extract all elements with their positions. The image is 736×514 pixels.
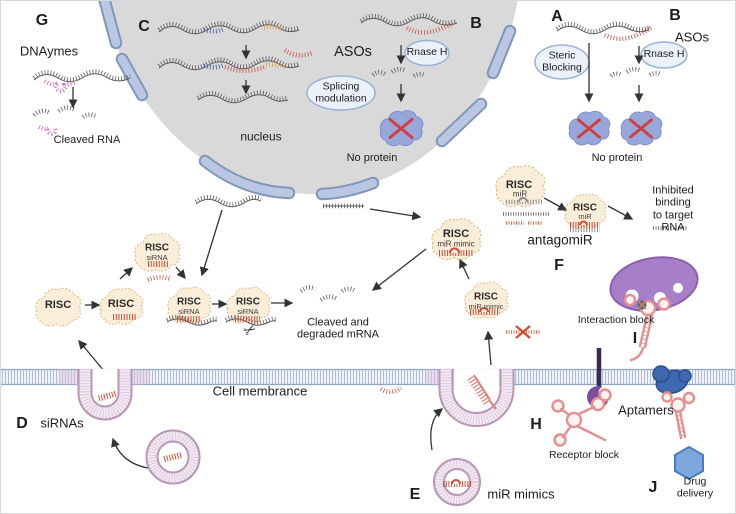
- rnase-h-label-nucleus: Rnase H: [406, 46, 448, 59]
- drug-delivery-label: Drug delivery: [676, 475, 714, 499]
- section-letter-j: J: [648, 479, 658, 497]
- nuclear-envelope-segments: [98, 1, 517, 201]
- receptor-block-graphics: [551, 348, 612, 447]
- mir-mimic-lower-label: miR mimic: [468, 301, 504, 311]
- sirna-in-pit: [98, 390, 117, 402]
- drug-delivery-graphics: [652, 365, 704, 481]
- sirna-label-4: siRNA: [178, 306, 200, 316]
- mir-label-1: miR: [512, 189, 528, 199]
- risc-antagomir-1-label: RISC: [505, 178, 533, 191]
- antagomir-title: antagomiR: [527, 232, 593, 248]
- risc-label-5: RISC: [236, 296, 260, 308]
- interaction-block-label: Interaction block: [577, 314, 655, 327]
- section-letter-f: F: [554, 257, 564, 275]
- cell-membrane-label: Cell membrance: [212, 383, 308, 399]
- rnase-h-oval-nucleus: [404, 39, 450, 67]
- section-letter-b-nucleus: B: [470, 15, 482, 33]
- mir-mimic-upper-label: miR mimic: [437, 239, 475, 249]
- membrane-red-strand: [379, 386, 403, 395]
- rnase-h-oval-cytoplasm: [640, 41, 688, 69]
- drug-hexagon: [674, 445, 704, 481]
- cell-membrane: [1, 368, 735, 386]
- receptor-block-label: Receptor block: [548, 449, 620, 462]
- section-letter-g: G: [35, 12, 49, 30]
- section-letter-h: H: [530, 416, 542, 434]
- endocytic-pit-sirna: [77, 369, 133, 421]
- risc-mimic-upper-label: RISC: [442, 227, 470, 240]
- splicing-strands: [157, 20, 313, 104]
- asos-label-cytoplasm: ASOs: [675, 29, 709, 45]
- sirna-vesicle: [145, 429, 201, 485]
- sirna-label-3: siRNA: [146, 252, 168, 262]
- exported-mrna-strand: [194, 194, 262, 208]
- antagomir-strands: [503, 212, 687, 339]
- mir-label-2: miR: [578, 211, 592, 221]
- blocked-mirna-cross: [515, 325, 531, 339]
- risc-label-3: RISC: [145, 242, 169, 254]
- risc-label-4: RISC: [177, 296, 201, 308]
- sirna-label-5: siRNA: [237, 306, 259, 316]
- risc-label-2: RISC: [107, 297, 135, 310]
- risc-label-1: RISC: [44, 298, 72, 311]
- mimic-vesicle: [433, 458, 481, 506]
- no-protein-label-cytoplasm: No protein: [591, 151, 643, 164]
- callout-ovals: [306, 39, 688, 111]
- flow-arrows: [68, 43, 644, 469]
- section-letter-b-cytoplasm: B: [669, 7, 681, 25]
- risc-cargo-strands: [113, 197, 600, 326]
- inhibited-binding-label: Inhibited binding to target RNA: [652, 184, 694, 234]
- section-letter-e: E: [409, 486, 421, 504]
- mir-mimics-label: miR mimics: [487, 486, 555, 502]
- risc-mimic-lower-label: RISC: [474, 291, 498, 303]
- aso-rnaseh-nucleus-strands: [359, 13, 458, 78]
- rnase-h-label-cytoplasm: Rnase H: [643, 48, 685, 61]
- dnazyme-graphics: [32, 69, 132, 136]
- asos-label-nucleus: ASOs: [334, 43, 372, 60]
- splicing-modulation-label: Splicing modulation: [315, 80, 367, 104]
- cleaved-rna-caption: Cleaved RNA: [53, 133, 121, 146]
- nucleus-label: nucleus: [240, 129, 282, 144]
- risc-antagomir-2-label: RISC: [573, 202, 597, 214]
- cleaved-degraded-mrna-label: Cleaved and degraded mRNA: [297, 316, 379, 341]
- aptamer-interaction: [623, 293, 671, 362]
- steric-blocking-label: Steric Blocking: [542, 49, 582, 73]
- section-letter-d: D: [16, 415, 28, 433]
- aptamers-label: Aptamers: [618, 402, 674, 418]
- aso-cytoplasm-strands: [555, 21, 661, 78]
- interaction-block-graphics: [609, 256, 699, 362]
- aptamer-drug: [661, 391, 696, 440]
- dnazymes-title: DNAymes: [19, 43, 79, 59]
- splicing-modulation-oval: [306, 75, 376, 111]
- no-protein-label-nucleus: No protein: [346, 151, 398, 164]
- section-letter-a: A: [551, 8, 563, 26]
- sirnas-label: siRNAs: [40, 415, 84, 431]
- section-letter-c: C: [138, 18, 150, 36]
- cleaved-mrna-fragments: [299, 285, 356, 302]
- aptamer-receptor: [551, 396, 607, 447]
- endocytic-pit-mimic: [438, 369, 515, 427]
- section-letter-i: I: [632, 330, 638, 348]
